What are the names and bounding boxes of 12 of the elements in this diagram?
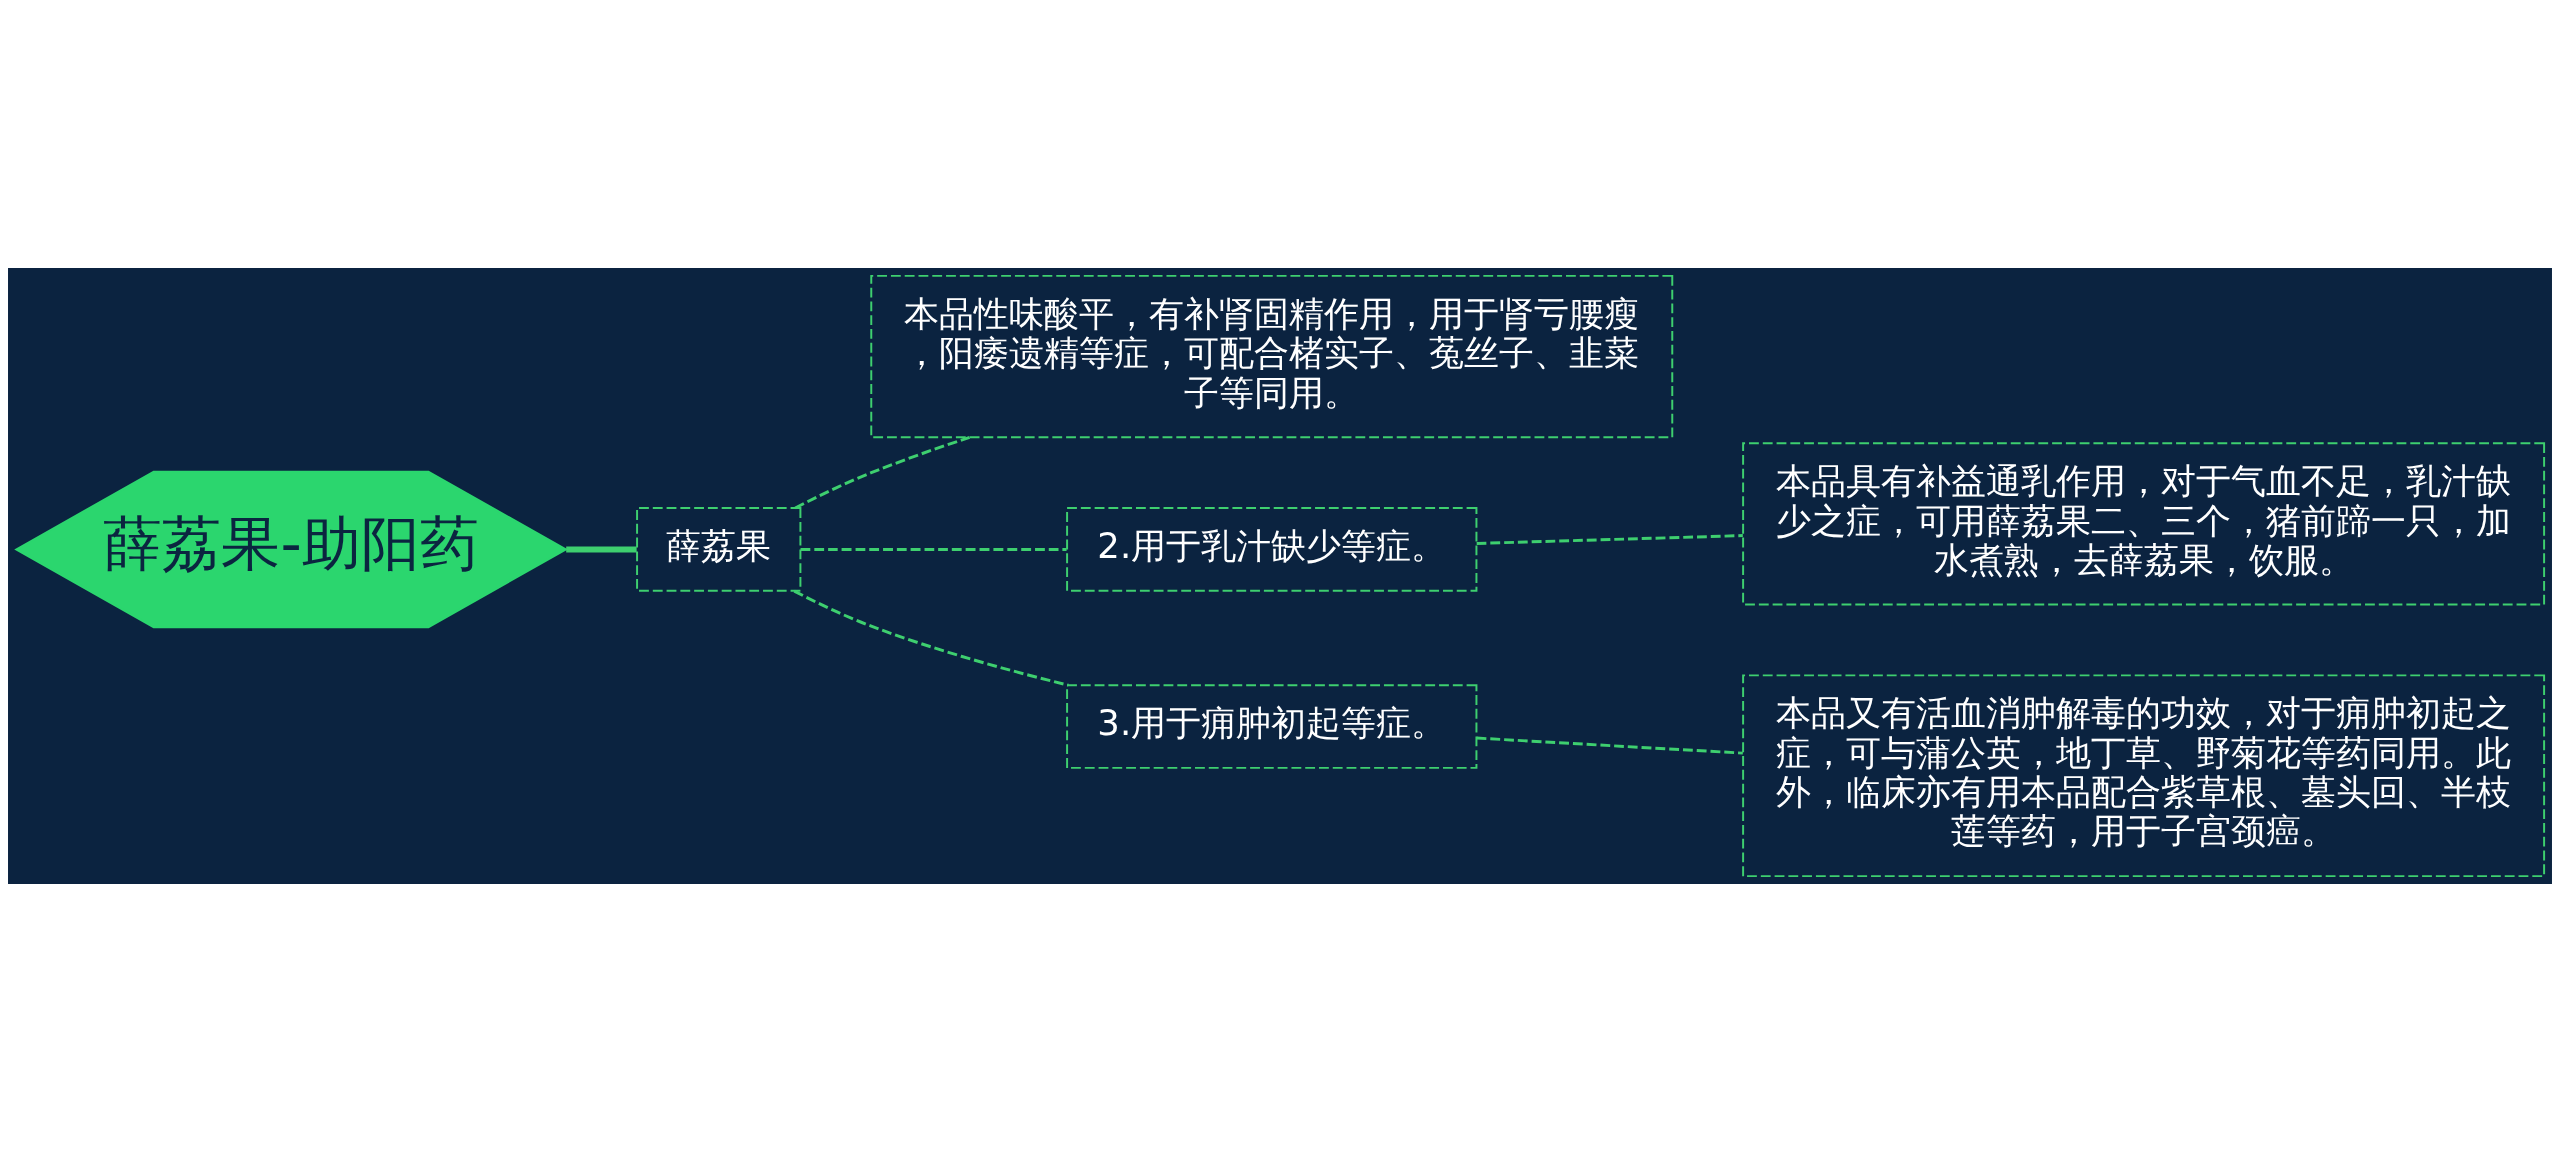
connector <box>794 435 971 509</box>
connector <box>1476 736 1743 755</box>
node-box: 本品具有补益通乳作用，对于气血不足，乳汁缺少之症，可用薛荔果二、三个，猪前蹄一只，加水煮熟，去薛荔果，饮服。 <box>1742 441 2546 606</box>
connector <box>1476 533 1743 545</box>
node-box: 3.用于痈肿初起等症。 <box>1066 683 1478 769</box>
node-box: 薛荔果 <box>636 506 802 592</box>
connector <box>800 547 1067 551</box>
node-box: 本品又有活血消肿解毒的功效，对于痈肿初起之症，可与蒲公英，地丁草、野菊花等药同用。此外，临床亦有用本品配合紫草根、墓头回、半枝莲等药，用于子宫颈癌。 <box>1742 673 2546 877</box>
node-box: 2.用于乳汁缺少等症。 <box>1066 506 1478 592</box>
connector <box>566 545 637 552</box>
connector <box>793 589 1069 687</box>
node-box: 本品性味酸平，有补肾固精作用，用于肾亏腰瘦，阳痿遗精等症，可配合楮实子、菟丝子、韭菜子等同用。 <box>870 274 1674 438</box>
